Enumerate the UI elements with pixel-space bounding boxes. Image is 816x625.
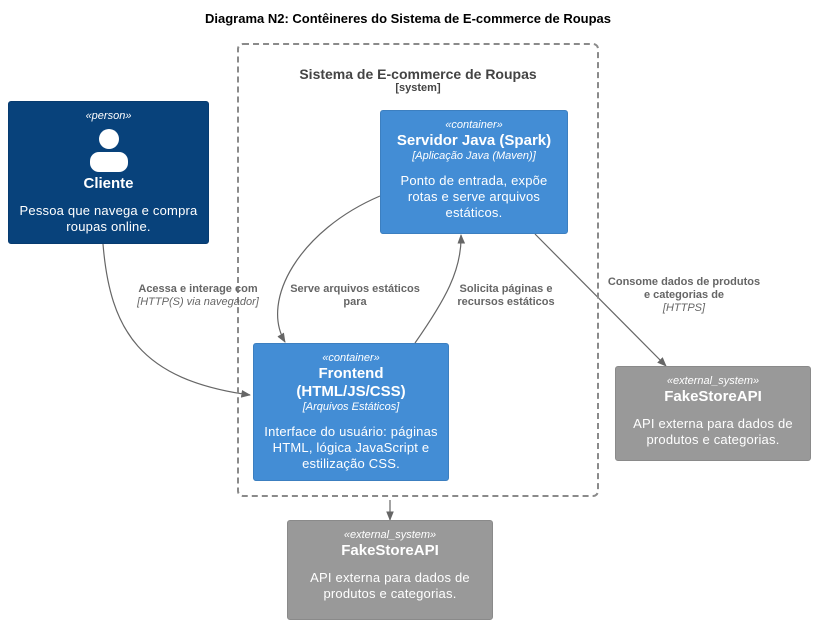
fakestore-right-name: FakeStoreAPI bbox=[664, 388, 762, 405]
servidor-description: Ponto de entrada, expõe rotas e serve ar… bbox=[400, 173, 548, 220]
label-servidor-frontend: Serve arquivos estáticos para bbox=[280, 283, 430, 309]
frontend-technology: [Arquivos Estáticos] bbox=[302, 401, 400, 413]
servidor-name: Servidor Java (Spark) bbox=[396, 132, 552, 149]
edge-servidor-fakestore bbox=[534, 233, 667, 367]
label-servidor-fakestore-tech: [HTTPS] bbox=[662, 302, 706, 314]
label-cliente-frontend-text: Acessa e interage com bbox=[138, 283, 258, 295]
cliente-name: Cliente bbox=[83, 175, 134, 192]
node-servidor-java[interactable]: «container» Servidor Java (Spark) [Aplic… bbox=[380, 110, 568, 234]
node-fakestore-api-right[interactable]: «external_system» FakeStoreAPI API exter… bbox=[615, 366, 811, 461]
fakestore-right-stereotype: «external_system» bbox=[666, 375, 760, 387]
cliente-description: Pessoa que navega e compra roupas online… bbox=[19, 203, 198, 234]
node-cliente[interactable]: «person» Cliente Pessoa que navega e com… bbox=[8, 101, 209, 244]
fakestore-bottom-name: FakeStoreAPI bbox=[341, 542, 439, 559]
label-servidor-frontend-text: Serve arquivos estáticos para bbox=[290, 283, 420, 308]
fakestore-right-description: API externa para dados de produtos e cat… bbox=[633, 416, 793, 447]
node-frontend[interactable]: «container» Frontend (HTML/JS/CSS) [Arqu… bbox=[253, 343, 449, 481]
system-boundary bbox=[237, 43, 599, 497]
label-cliente-frontend: Acessa e interage com [HTTP(S) via naveg… bbox=[118, 283, 278, 309]
edge-servidor-frontend bbox=[277, 195, 381, 343]
diagram-title: Diagrama N2: Contêineres do Sistema de E… bbox=[204, 11, 611, 26]
label-servidor-fakestore: Consome dados de produtos e categorias d… bbox=[604, 276, 764, 315]
system-boundary-type: [system] bbox=[395, 82, 441, 94]
servidor-stereotype: «container» bbox=[445, 119, 503, 131]
label-frontend-servidor-text: Solicita páginas e recursos estáticos bbox=[457, 283, 555, 308]
frontend-description: Interface do usuário: páginas HTML, lógi… bbox=[264, 424, 438, 471]
label-cliente-frontend-tech: [HTTP(S) via navegador] bbox=[137, 296, 259, 308]
fakestore-bottom-stereotype: «external_system» bbox=[343, 529, 437, 541]
edge-frontend-servidor bbox=[414, 234, 466, 344]
person-icon bbox=[89, 129, 128, 172]
node-fakestore-api-bottom[interactable]: «external_system» FakeStoreAPI API exter… bbox=[287, 520, 493, 620]
servidor-technology: [Aplicação Java (Maven)] bbox=[412, 150, 536, 162]
cliente-stereotype: «person» bbox=[85, 110, 132, 122]
edge-cliente-frontend bbox=[102, 243, 251, 398]
system-boundary-title: Sistema de E-commerce de Roupas bbox=[299, 66, 537, 82]
fakestore-bottom-description: API externa para dados de produtos e cat… bbox=[310, 570, 470, 601]
label-servidor-fakestore-text: Consome dados de produtos e categorias d… bbox=[607, 276, 761, 301]
frontend-stereotype: «container» bbox=[322, 352, 380, 364]
label-frontend-servidor: Solicita páginas e recursos estáticos bbox=[444, 283, 568, 309]
frontend-name: Frontend (HTML/JS/CSS) bbox=[296, 365, 406, 400]
